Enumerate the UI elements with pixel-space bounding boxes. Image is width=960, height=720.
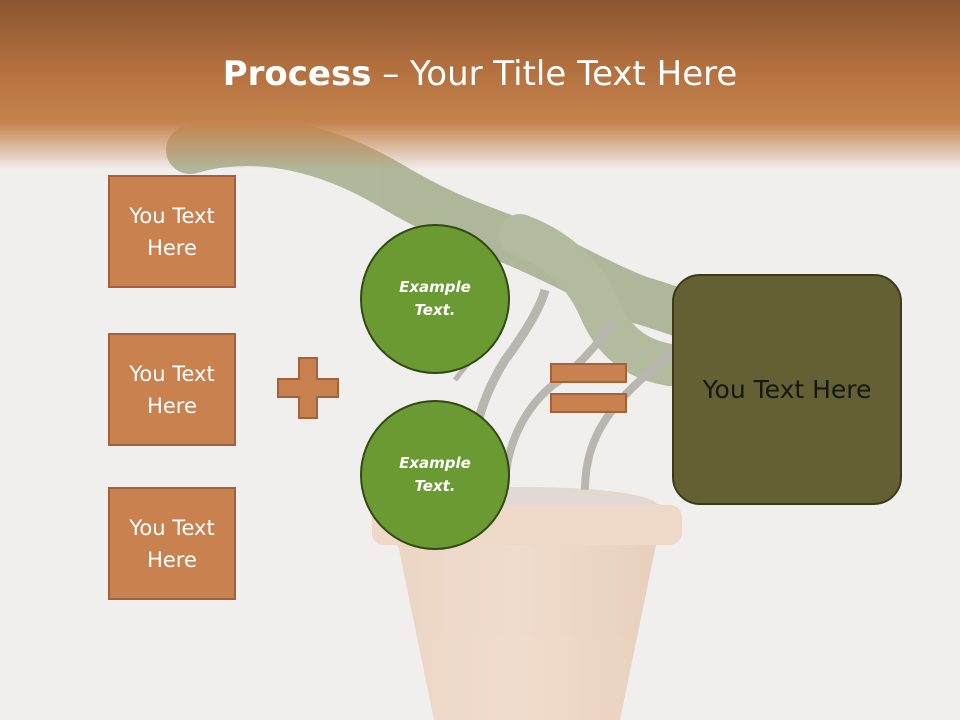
equals-icon-top-bar[interactable] — [550, 363, 627, 383]
text-box-line: Here — [147, 393, 197, 418]
text-box-label: You Text Here — [117, 512, 227, 576]
circle-line: Example — [399, 454, 471, 472]
result-label: You Text Here — [702, 375, 872, 404]
text-box-line: Here — [147, 547, 197, 572]
circle-label: Example Text. — [385, 276, 485, 322]
title-rest: – Your Title Text Here — [371, 54, 738, 94]
title-bar — [0, 0, 960, 170]
text-box-1[interactable]: You Text Here — [108, 175, 236, 288]
equals-icon-bottom-bar[interactable] — [550, 393, 627, 413]
text-box-label: You Text Here — [117, 200, 227, 264]
example-circle-2[interactable]: Example Text. — [360, 400, 510, 550]
text-box-line: You Text — [129, 203, 215, 228]
text-box-label: You Text Here — [117, 358, 227, 422]
text-box-2[interactable]: You Text Here — [108, 333, 236, 446]
circle-line: Example — [399, 278, 471, 296]
plus-icon[interactable] — [277, 357, 339, 419]
text-box-line: You Text — [129, 361, 215, 386]
circle-line: Text. — [414, 301, 456, 319]
title-bold: Process — [222, 54, 372, 94]
example-circle-1[interactable]: Example Text. — [360, 224, 510, 374]
circle-label: Example Text. — [385, 452, 485, 498]
circle-line: Text. — [414, 477, 456, 495]
result-box[interactable]: You Text Here — [672, 274, 902, 505]
slide-title[interactable]: Process – Your Title Text Here — [0, 52, 960, 96]
text-box-line: You Text — [129, 515, 215, 540]
text-box-line: Here — [147, 235, 197, 260]
text-box-3[interactable]: You Text Here — [108, 487, 236, 600]
